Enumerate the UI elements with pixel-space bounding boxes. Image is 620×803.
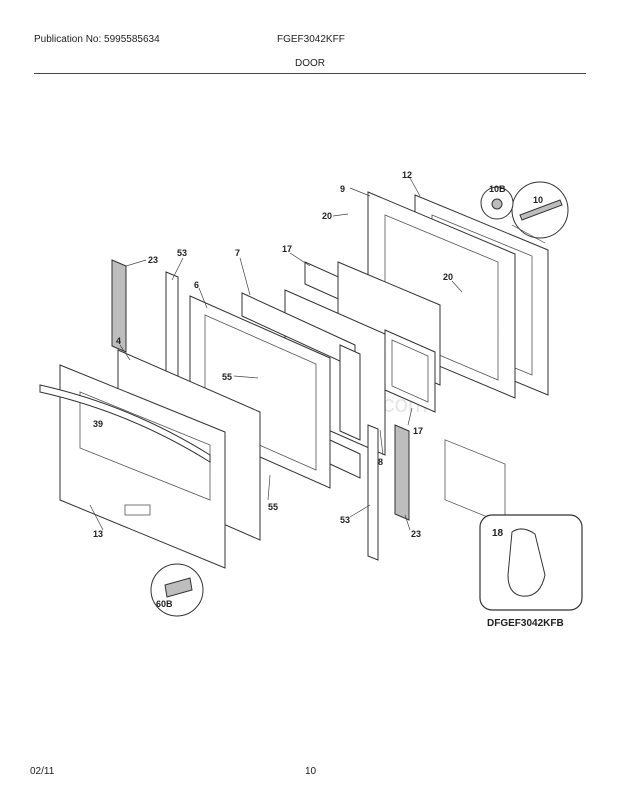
- callout-23-left: 23: [148, 255, 158, 265]
- callout-39: 39: [93, 419, 103, 429]
- hinge-left: [111, 259, 127, 353]
- callout-20-upper: 20: [322, 211, 332, 221]
- model-number: FGEF3042KFF: [277, 34, 345, 45]
- callout-9: 9: [340, 184, 345, 194]
- callout-13: 13: [93, 529, 103, 539]
- hinge-right: [394, 424, 410, 521]
- callout-12: 12: [402, 170, 412, 180]
- callout-23-right: 23: [411, 529, 421, 539]
- callout-60b: 60B: [156, 599, 173, 609]
- callout-18: 18: [492, 528, 504, 539]
- insulation: [241, 292, 361, 479]
- screw-detail-60b: [150, 563, 204, 617]
- page-number: 10: [305, 766, 317, 777]
- side-trim-right: [367, 424, 379, 561]
- callout-55-upper: 55: [222, 372, 232, 382]
- header-divider: [34, 73, 586, 74]
- screw-detail-10: [511, 181, 569, 239]
- section-title: DOOR: [295, 58, 325, 69]
- outer-door-panel: [39, 364, 226, 569]
- inset-model-label: DFGEF3042KFB: [487, 618, 564, 629]
- callout-20-lower: 20: [443, 272, 453, 282]
- callout-53-lower: 53: [340, 515, 350, 525]
- footer-date: 02/11: [30, 766, 55, 777]
- leader-lines: [89, 177, 546, 531]
- screw-detail-10b: [480, 186, 514, 220]
- callout-4: 4: [116, 336, 121, 346]
- callout-8: 8: [378, 457, 383, 467]
- callout-10b: 10B: [489, 184, 506, 194]
- callout-55-lower: 55: [268, 502, 278, 512]
- callout-53-upper: 53: [177, 248, 187, 258]
- callout-7: 7: [235, 248, 240, 258]
- callout-10: 10: [533, 195, 543, 205]
- callout-17-upper: 17: [282, 244, 292, 254]
- publication-number: Publication No: 5995585634: [34, 34, 160, 45]
- inset-box: 18: [479, 514, 583, 611]
- callout-17-lower: 17: [413, 426, 423, 436]
- callout-6: 6: [194, 280, 199, 290]
